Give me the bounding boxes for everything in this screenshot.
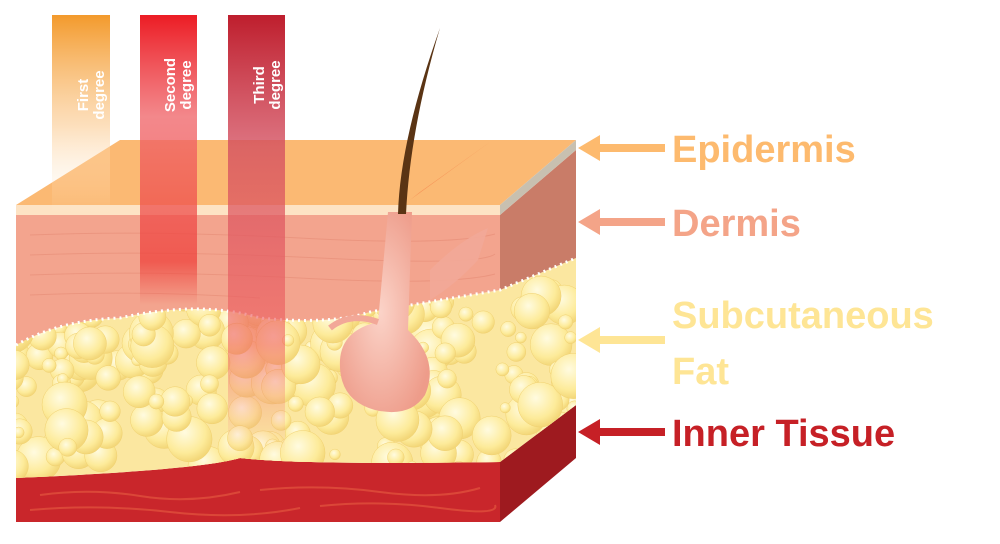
fat-cell [434, 342, 456, 364]
fat-cell [41, 358, 57, 373]
fat-cell [95, 365, 121, 391]
fat-cell [73, 326, 107, 361]
burn-label-line2: degree [267, 60, 284, 109]
fat-cell [558, 314, 574, 330]
arrow-icon [578, 135, 665, 161]
burn-bar-first-degree: First degree [52, 15, 110, 215]
fat-cell [550, 353, 576, 399]
fat-cell [196, 345, 231, 380]
fat-cell [427, 415, 463, 451]
fat-cell [122, 375, 156, 409]
label-text: Dermis [672, 203, 801, 245]
fat-cell [16, 394, 20, 409]
fat-cell [16, 350, 30, 381]
label-dermis: Dermis [578, 203, 801, 245]
burn-label-line1: First [75, 79, 92, 112]
fat-cell [329, 448, 341, 461]
fat-cell [99, 400, 121, 422]
arrow-icon [578, 327, 665, 353]
fat-cell [499, 402, 511, 414]
arrow-icon [578, 419, 665, 445]
fat-cell [472, 415, 512, 456]
fat-cell [196, 392, 228, 425]
fat-cell [500, 321, 517, 337]
fat-cell [198, 314, 221, 337]
fat-cell [517, 382, 563, 428]
inner-tissue-layer [16, 405, 576, 522]
fat-cell [495, 362, 510, 377]
label-text: Subcutaneous [672, 295, 934, 337]
fat-cell [287, 395, 304, 412]
label-text-line2: Fat [672, 351, 729, 393]
fat-cell [471, 310, 495, 334]
fat-cell [16, 426, 25, 439]
burn-bar-second-degree: Second degree [140, 15, 197, 305]
label-inner-tissue: Inner Tissue [578, 413, 895, 455]
fat-cell [513, 293, 550, 330]
fat-cell [458, 306, 474, 322]
fat-cell [58, 438, 77, 457]
fat-cell [304, 396, 335, 427]
fat-cell [506, 342, 527, 362]
fat-cell [437, 369, 457, 389]
burn-label-line2: degree [178, 60, 195, 109]
burn-label-line1: Second [162, 58, 179, 112]
fat-cell [54, 346, 68, 361]
fat-cell [200, 374, 219, 394]
label-text: Epidermis [672, 129, 856, 171]
fat-cell [515, 331, 527, 344]
burn-bar-third-degree: Third degree [228, 15, 285, 455]
label-text: Inner Tissue [672, 413, 895, 455]
arrow-icon [578, 209, 665, 235]
label-epidermis: Epidermis [578, 129, 856, 171]
fat-cell [148, 393, 165, 410]
burn-label-line1: Third [251, 66, 268, 104]
fat-cell [564, 331, 576, 344]
label-subcutaneous-fat: Subcutaneous Fat [578, 295, 934, 393]
burn-label-line2: degree [91, 70, 108, 119]
fat-cell [160, 386, 191, 417]
fat-cell [16, 449, 29, 478]
hair-follicle [328, 28, 488, 413]
